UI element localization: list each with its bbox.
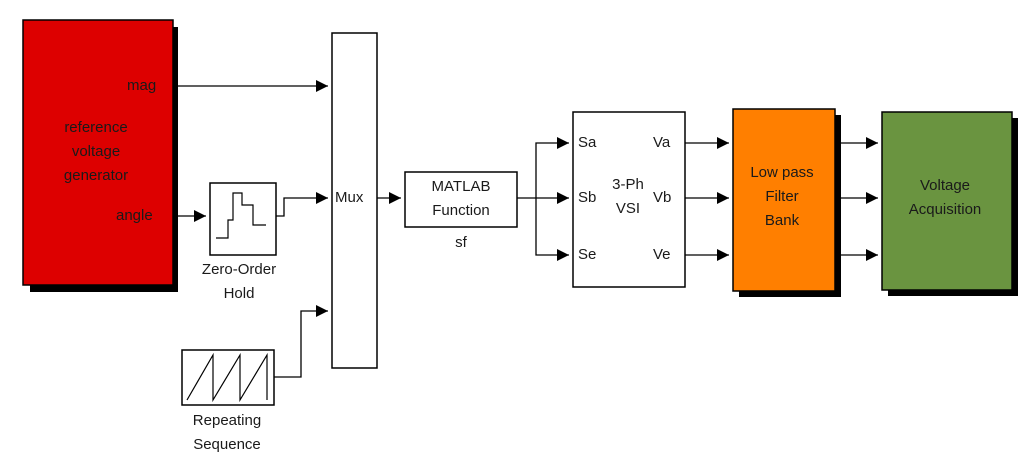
zoh-caption-line-2: Hold [223, 285, 255, 302]
line-function-to-se [535, 198, 569, 261]
voltage-acquisition-block[interactable] [881, 111, 1018, 296]
vsi-input-sb: Sb [578, 189, 597, 206]
vsi-label-line-2: VSI [615, 200, 641, 217]
repeating-caption: Repeating Sequence [193, 409, 261, 457]
matlab-function-block[interactable] [404, 171, 518, 228]
matlab-function-line-1: MATLAB [431, 178, 491, 195]
vsi-output-vb: Vb [653, 189, 672, 206]
ref-gen-label-line-1: reference [64, 119, 128, 136]
acq-label: Voltage Acquisition [909, 174, 982, 222]
lpf-label-line-2: Filter [765, 188, 799, 205]
lpf-label: Low pass Filter Bank [750, 161, 813, 233]
vsi-output-ve: Ve [653, 246, 671, 263]
vsi-label: 3-Ph VSI [612, 173, 644, 221]
low-pass-filter-bank-block[interactable] [732, 108, 841, 297]
acq-label-line-1: Voltage [919, 177, 971, 194]
zero-order-hold-block[interactable] [209, 182, 277, 256]
repeating-sequence-block[interactable] [181, 349, 275, 406]
staircase-icon [216, 192, 266, 239]
zoh-caption: Zero-Order Hold [202, 258, 276, 306]
matlab-function-caption: sf [455, 234, 467, 251]
acq-label-line-2: Acquisition [908, 201, 982, 218]
vsi-input-se: Se [578, 246, 597, 263]
vsi-label-line-1: 3-Ph [612, 176, 644, 193]
mux-block[interactable] [331, 32, 378, 369]
port-label-mag: mag [127, 77, 157, 94]
matlab-function-line-2: Function [432, 202, 490, 219]
lpf-label-line-3: Bank [764, 212, 800, 229]
mux-label: Mux [335, 189, 364, 206]
matlab-function-label: MATLAB Function [432, 175, 491, 223]
ref-gen-label-line-2: voltage [71, 143, 121, 160]
repeating-caption-line-1: Repeating [192, 412, 262, 429]
ref-gen-label: reference voltage generator [64, 116, 128, 188]
vsi-input-sa: Sa [578, 134, 597, 151]
zoh-caption-line-1: Zero-Order [201, 261, 277, 278]
line-repeating-to-mux [274, 305, 328, 378]
reference-voltage-generator-block[interactable] [22, 19, 178, 292]
line-function-to-sa [535, 137, 569, 198]
signal-lines [175, 80, 878, 378]
vsi-output-va: Va [653, 134, 671, 151]
ref-gen-label-line-3: generator [63, 167, 129, 184]
sawtooth-icon [186, 352, 268, 403]
repeating-caption-line-2: Sequence [193, 436, 261, 453]
lpf-label-line-1: Low pass [750, 164, 814, 181]
port-label-angle: angle [116, 207, 153, 224]
line-zoh-to-mux [276, 192, 328, 217]
vsi-block[interactable] [572, 111, 686, 288]
